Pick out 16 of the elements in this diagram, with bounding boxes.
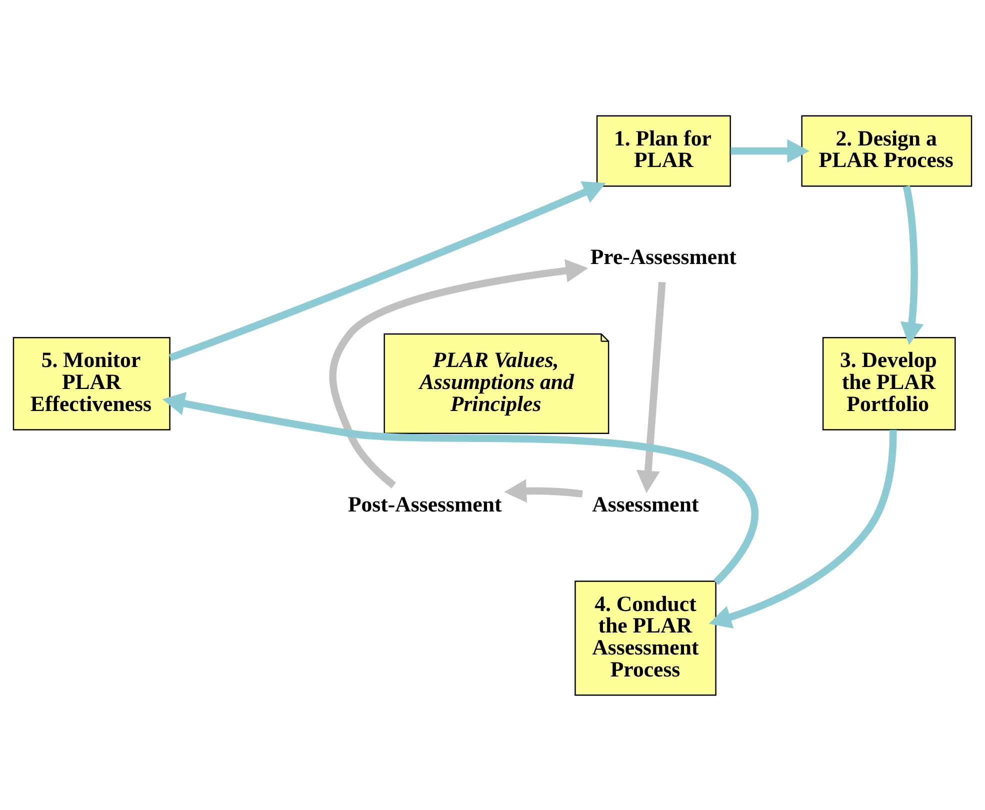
node-text: Post-Assessment <box>348 492 502 516</box>
arrow <box>504 478 583 502</box>
node-box: 2. Design a PLAR Process <box>801 114 972 186</box>
arrow <box>162 392 758 584</box>
node-text: Assessment <box>592 492 699 516</box>
node-box: 3. Develop the PLAR Portfolio <box>822 336 956 430</box>
arrow <box>708 429 897 628</box>
arrow <box>168 180 606 361</box>
arrow <box>730 138 810 162</box>
arrow <box>636 281 666 493</box>
node-box: 1. Plan for PLAR <box>596 114 731 186</box>
arrow <box>329 258 588 488</box>
node-box: 5. Monitor PLAR Effectiveness <box>12 336 170 430</box>
node-box: 4. Conduct the PLAR Assessment Process <box>574 580 716 696</box>
arrow <box>900 184 924 344</box>
node-text: Pre-Assessment <box>590 244 736 269</box>
